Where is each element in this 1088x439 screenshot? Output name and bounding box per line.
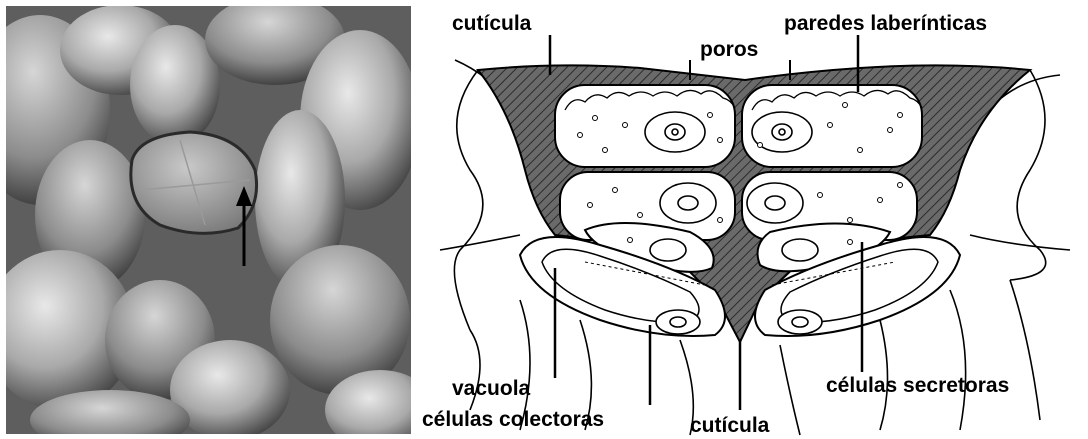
gland-disc: [131, 132, 257, 233]
label-vacuola: vacuola: [452, 377, 531, 400]
label-celulas-colectoras: células colectoras: [422, 408, 604, 431]
label-cuticula-top: cutícula: [452, 12, 532, 35]
sem-micrograph: [0, 0, 435, 439]
label-paredes-laberinticas: paredes laberínticas: [784, 12, 987, 35]
label-celulas-secretoras: células secretoras: [826, 374, 1009, 397]
label-cuticula-bottom: cutícula: [690, 414, 770, 437]
label-poros: poros: [700, 38, 758, 61]
